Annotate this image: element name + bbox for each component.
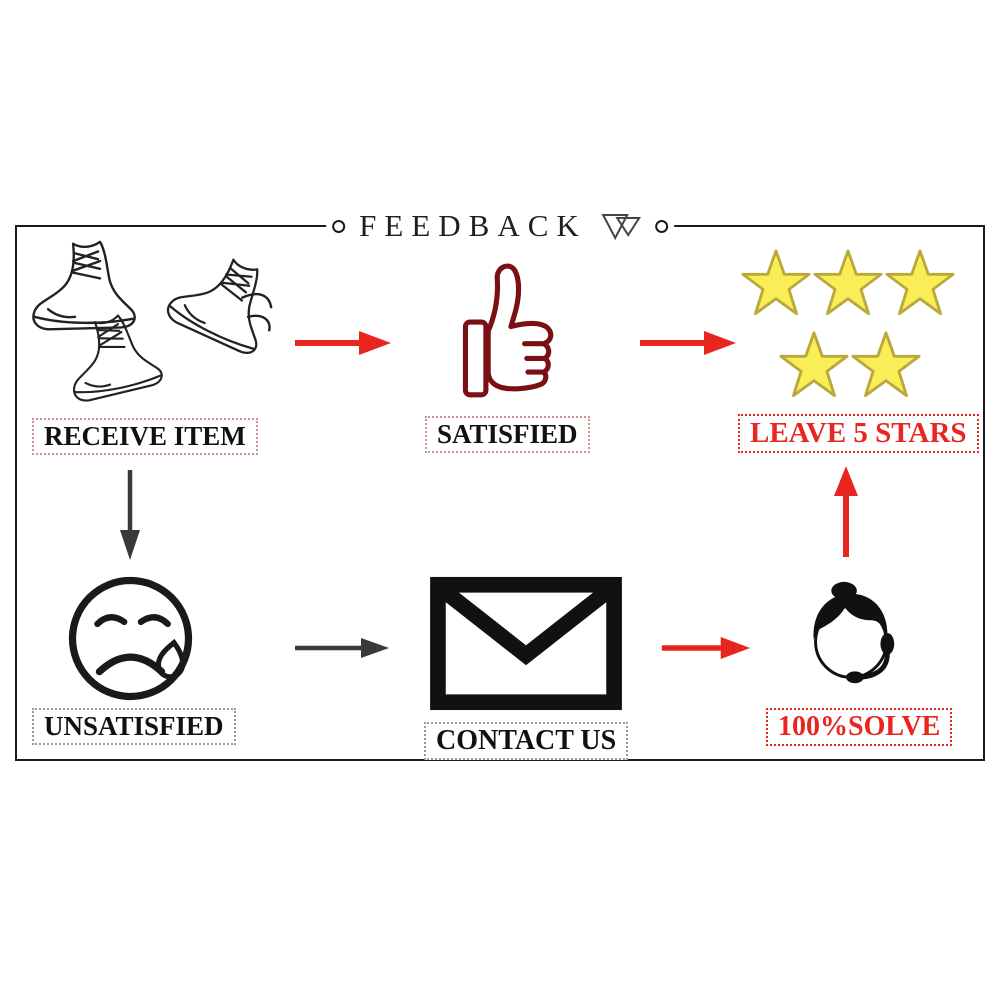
page-title: FEEDBACK [359, 208, 587, 243]
label-receive-item: RECEIVE ITEM [32, 418, 258, 455]
arrow-right-icon [295, 331, 391, 355]
satisfied-text: SATISFIED [437, 419, 578, 449]
arrow-right-icon [295, 638, 389, 658]
title-right-dot-icon [654, 219, 668, 233]
receive-item-text: RECEIVE ITEM [44, 421, 246, 451]
arrow-up-icon [834, 466, 858, 557]
five-stars-icon [741, 249, 955, 397]
support-agent-icon [813, 581, 895, 684]
solve-text: 100%SOLVE [778, 711, 941, 742]
arrow-down-icon [120, 470, 140, 560]
label-solve: 100%SOLVE [766, 708, 953, 746]
label-unsatisfied: UNSATISFIED [32, 708, 236, 745]
thumbs-up-icon [462, 263, 554, 398]
title-left-dot-icon [332, 219, 346, 233]
title-band: FEEDBACK [326, 208, 674, 244]
leave-5-stars-text: LEAVE 5 STARS [750, 417, 967, 449]
label-satisfied: SATISFIED [425, 416, 590, 453]
arrow-right-icon [661, 636, 751, 660]
crying-face-icon [68, 576, 193, 701]
label-leave-5-stars: LEAVE 5 STARS [738, 414, 979, 453]
contact-us-text: CONTACT US [436, 725, 617, 756]
envelope-icon [430, 576, 622, 711]
label-contact-us: CONTACT US [424, 722, 629, 760]
sneakers-sketch-icon [32, 240, 275, 405]
double-triangle-icon [601, 214, 641, 241]
unsatisfied-text: UNSATISFIED [44, 711, 224, 741]
arrow-right-icon [640, 331, 736, 355]
